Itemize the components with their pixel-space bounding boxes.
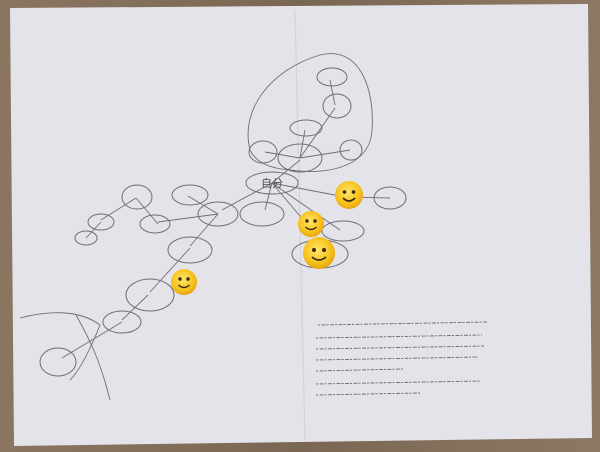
node xyxy=(87,213,115,231)
node xyxy=(125,278,175,312)
node xyxy=(289,119,323,137)
smiley-icon xyxy=(303,237,335,269)
node xyxy=(121,184,153,210)
node xyxy=(197,201,239,227)
handwritten-paragraph xyxy=(315,321,489,396)
center-label: 自分 xyxy=(261,177,283,190)
node xyxy=(102,310,142,334)
node xyxy=(171,184,209,206)
node xyxy=(321,220,365,242)
node-center xyxy=(245,171,299,195)
node xyxy=(277,143,323,173)
node xyxy=(39,347,77,377)
smiley-icon xyxy=(171,269,197,295)
smiley-icon xyxy=(335,181,363,209)
node xyxy=(239,201,285,227)
group-outline xyxy=(247,53,373,173)
node xyxy=(167,236,213,264)
corner-line xyxy=(19,312,101,381)
node xyxy=(74,230,98,246)
smiley-icon xyxy=(298,211,324,237)
smiley-stickers xyxy=(171,181,363,295)
node xyxy=(322,93,352,119)
node xyxy=(339,139,363,161)
node xyxy=(373,186,407,210)
corner-line xyxy=(75,314,111,401)
node xyxy=(316,67,348,87)
node xyxy=(248,140,278,164)
node xyxy=(139,214,171,234)
mind-map: 自分 xyxy=(19,53,407,401)
